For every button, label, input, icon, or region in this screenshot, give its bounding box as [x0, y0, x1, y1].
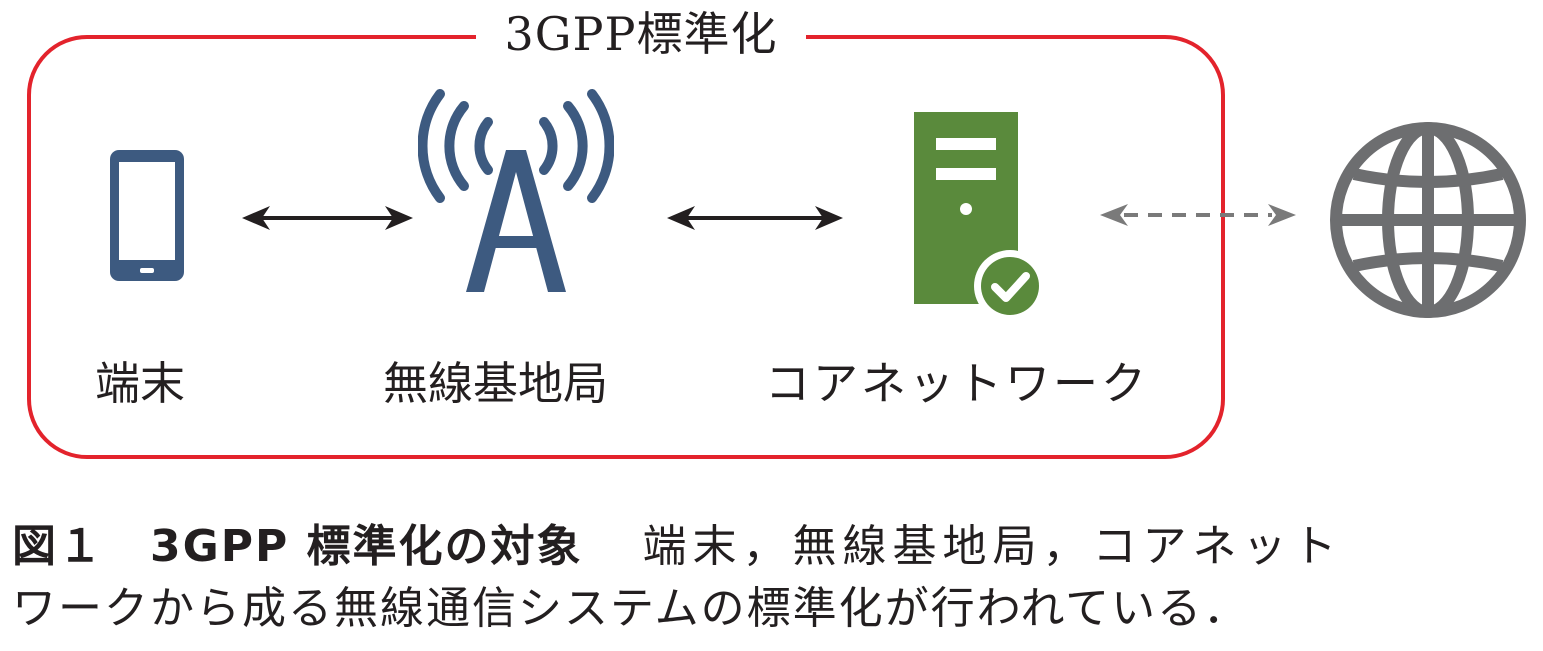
figure-caption-heading: 図１ 3GPP 標準化の対象 — [12, 521, 583, 572]
terminal-label: 端末 — [95, 357, 186, 410]
core-network-label: コアネットワーク — [765, 357, 1150, 410]
bidirectional-arrow-1 — [242, 206, 413, 230]
figure-caption-line-2: ワークから成る無線通信システムの標準化が行われている． — [12, 578, 1249, 640]
smartphone-icon — [110, 150, 184, 281]
figure-caption-line-1: 図１ 3GPP 標準化の対象 端末，無線基地局，コアネット — [12, 516, 1343, 578]
figure-caption-body-1: 端末，無線基地局，コアネット — [642, 521, 1343, 572]
frame-title: 3GPP標準化 — [476, 6, 806, 62]
dashed-bidirectional-arrow — [1100, 204, 1296, 226]
server-check-icon — [914, 112, 1046, 320]
antenna-tower-icon — [418, 89, 614, 292]
globe-icon — [1330, 122, 1526, 318]
bidirectional-arrow-2 — [667, 206, 843, 230]
base-station-label: 無線基地局 — [383, 357, 609, 410]
figure-caption-body-2: ワークから成る無線通信システムの標準化が行われている． — [12, 583, 1250, 634]
